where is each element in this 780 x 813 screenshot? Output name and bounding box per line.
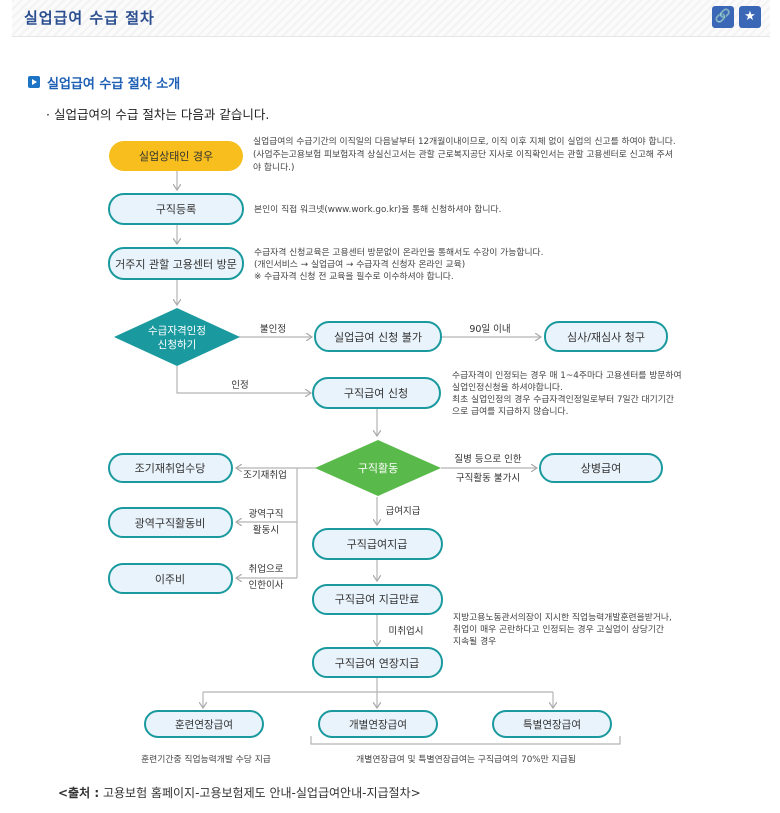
node-start-label: 실업상태인 경우 — [139, 150, 213, 163]
node-no-benefit — [314, 321, 442, 352]
note-apply-1: 수급자격이 인정되는 경우 매 1~4주마다 고용센터를 방문하여 — [452, 369, 682, 381]
node-visit-center — [108, 247, 244, 280]
node-relocation-label: 이주비 — [155, 573, 185, 586]
note-visit-1: 수급자격 신청교육은 고용센터 방문없이 온라인을 통해서도 수강이 가능합니다… — [254, 246, 543, 258]
edge-label-unemployed: 미취업시 — [389, 625, 424, 637]
edge-label-early: 조기재취업 — [243, 469, 287, 481]
edge-label-paid: 급여지급 — [386, 505, 421, 517]
node-job-register — [108, 193, 244, 225]
note-visit-3: ※ 수급자격 신청 전 교육을 필수로 이수하셔야 합니다. — [254, 270, 454, 282]
note-apply-2: 실업인정신청을 하셔야합니다. — [452, 382, 563, 393]
node-sick-benefit — [539, 453, 663, 483]
source-label: <출처 : — [58, 786, 100, 800]
node-training-ext — [144, 710, 264, 738]
decision-job-activity — [315, 440, 441, 496]
node-special-ext-label: 특별연장급여 — [523, 719, 581, 731]
node-pay-end-label: 구직급여 지급만료 — [335, 593, 419, 606]
section-title: 실업급여 수급 절차 소개 — [47, 77, 181, 92]
node-early-reemploy — [108, 453, 233, 483]
note-extension-3: 지속될 경우 — [453, 635, 496, 647]
node-job-apply — [312, 377, 441, 409]
edge-label-wide-2: 활동시 — [253, 524, 279, 536]
note-individual: 개별연장급여 및 특별연장급여는 구직급여의 70%만 지급됨 — [356, 753, 576, 765]
node-relocation — [108, 563, 233, 594]
edge-label-within-90: 90일 이내 — [469, 324, 510, 335]
node-early-reemploy-label: 조기재취업수당 — [135, 462, 206, 475]
edge-label-wide-1: 광역구직 — [249, 508, 284, 520]
star-icon[interactable]: ★ — [739, 6, 761, 28]
node-individual-ext-label: 개별연장급여 — [349, 719, 407, 731]
node-wide-area — [108, 507, 233, 538]
node-special-ext — [492, 710, 612, 738]
intro-text: · 실업급여의 수급 절차는 다음과 같습니다. — [46, 107, 270, 122]
decision-apply — [114, 308, 240, 366]
node-pay-label: 구직급여지급 — [347, 538, 408, 551]
section-bullet-icon — [28, 76, 40, 88]
source-citation: <출처 : 고용보험 홈페이지-고용보험제도 안내-실업급여안내-지급절차> — [58, 784, 421, 801]
node-start — [109, 141, 243, 171]
node-review — [544, 321, 668, 352]
edge-label-sick-2: 구직활동 불가시 — [456, 472, 520, 484]
note-start-3: 야 합니다.) — [253, 162, 294, 173]
note-training: 훈련기간중 직업능력개발 수당 지급 — [141, 753, 271, 765]
node-review-label: 심사/재심사 청구 — [567, 331, 645, 344]
node-visit-center-label: 거주지 관할 고용센터 방문 — [115, 258, 237, 271]
edge-label-sick-1: 질병 등으로 인한 — [454, 453, 521, 465]
intro-sentence: 실업급여의 수급 절차는 다음과 같습니다. — [53, 107, 270, 122]
node-no-benefit-label: 실업급여 신청 불가 — [334, 331, 422, 344]
page-header: 실업급여 수급 절차 🔗 ★ — [12, 0, 770, 37]
edge-label-not-approved: 불인정 — [260, 324, 286, 335]
note-apply-4: 으로 급여를 지급하지 않습니다. — [452, 405, 568, 417]
node-job-apply-label: 구직급여 신청 — [344, 387, 408, 400]
node-sick-benefit-label: 상병급여 — [581, 462, 621, 475]
node-individual-ext — [318, 710, 438, 738]
node-training-ext-label: 훈련연장급여 — [175, 718, 233, 731]
decision-apply-label-2: 신청하기 — [158, 338, 197, 351]
edge-label-approved: 인정 — [231, 380, 248, 391]
note-start-2: (사업주는고용보험 피보험자격 상실신고서는 관할 근로복지공단 지사로 이직확… — [253, 148, 673, 160]
node-pay — [312, 528, 443, 560]
edge-label-reloc-2: 인한이사 — [249, 580, 284, 591]
node-extension — [312, 647, 443, 678]
note-visit-2: (개인서비스 → 실업급여 → 수급자격 신청자 온라인 교육) — [254, 258, 465, 270]
node-extension-label: 구직급여 연장지급 — [335, 657, 419, 670]
node-job-register-label: 구직등록 — [156, 203, 196, 216]
source-text: 고용보험 홈페이지-고용보험제도 안내-실업급여안내-지급절차> — [102, 786, 421, 800]
note-extension-2: 취업이 매우 곤란하다고 인정되는 경우 고실업이 상당기간 — [453, 623, 664, 635]
page-title: 실업급여 수급 절차 — [24, 9, 155, 27]
decision-apply-label-1: 수급자격인정 — [148, 324, 206, 337]
note-register: 본인이 직접 워크넷(www.work.go.kr)을 통해 신청하셔야 합니다… — [254, 203, 501, 215]
node-wide-area-label: 광역구직활동비 — [135, 516, 206, 530]
edge-label-reloc-1: 취업으로 — [249, 563, 284, 575]
link-icon[interactable]: 🔗 — [712, 6, 734, 28]
note-extension-1: 지방고용노동관서의장이 지시한 직업능력개발훈련을받거나, — [453, 611, 672, 623]
decision-job-activity-label: 구직활동 — [358, 461, 398, 475]
note-apply-3: 최초 실업인정의 경우 수급자격인정일로부터 7일간 대기기간 — [452, 393, 674, 405]
node-pay-end — [312, 584, 443, 615]
note-start-1: 실업급여의 수급기간의 이직일의 다음날부터 12개월이내이므로, 이직 이후 … — [253, 135, 676, 147]
